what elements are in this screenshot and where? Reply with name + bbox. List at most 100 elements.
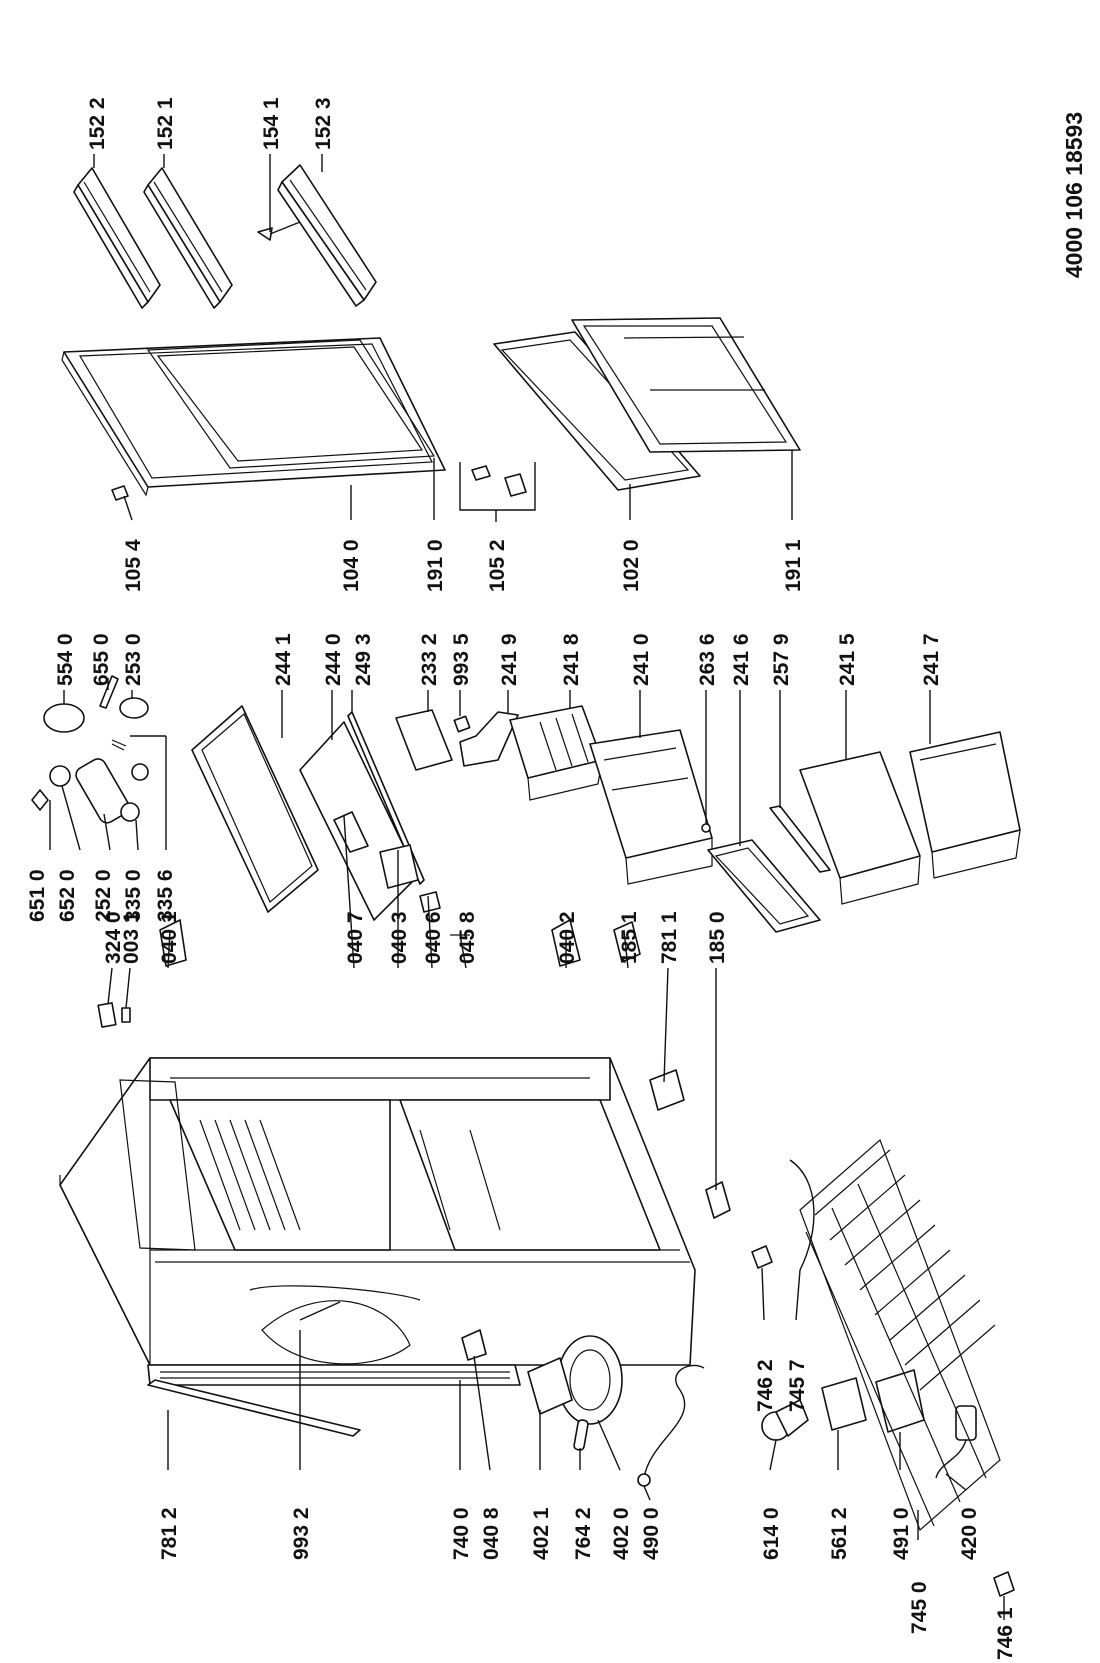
label-241-6: 241 6 bbox=[730, 633, 753, 686]
drawer-front-241-6 bbox=[707, 839, 821, 933]
shelf-trim-249-3 bbox=[347, 711, 425, 885]
cover-781-1 bbox=[649, 1069, 685, 1111]
glass-shelf-244-0 bbox=[299, 721, 419, 921]
label-102-0: 102 0 bbox=[620, 539, 643, 592]
thermostat-614-0 bbox=[761, 1399, 809, 1441]
clip-746-2 bbox=[751, 1245, 773, 1269]
label-040-6: 040 6 bbox=[422, 911, 445, 964]
cover-324-0 bbox=[97, 1002, 117, 1028]
wire-shelf-745-0 bbox=[799, 1138, 1001, 1532]
label-040-1: 040 1 bbox=[158, 911, 181, 964]
bracket-040-8 bbox=[461, 1329, 487, 1361]
clip-993-5 bbox=[453, 715, 471, 733]
part-003-1 bbox=[121, 1007, 131, 1023]
label-746-1: 746 1 bbox=[994, 1607, 1017, 1660]
egg-tray-233-2 bbox=[395, 709, 453, 771]
label-402-1: 402 1 bbox=[530, 1507, 553, 1560]
label-233-2: 233 2 bbox=[418, 633, 441, 686]
label-191-1: 191 1 bbox=[782, 539, 805, 592]
kick-plate-740-0 bbox=[147, 1364, 521, 1386]
label-335-6: 335 6 bbox=[154, 869, 177, 922]
cabinet-trim-781-2 bbox=[147, 1379, 361, 1437]
hinge-040-1 bbox=[159, 919, 187, 967]
label-241-9: 241 9 bbox=[498, 633, 521, 686]
label-263-6: 263 6 bbox=[696, 633, 719, 686]
drawer-241-8 bbox=[509, 705, 603, 801]
label-249-3: 249 3 bbox=[352, 633, 375, 686]
label-253-0: 253 0 bbox=[122, 633, 145, 686]
label-241-7: 241 7 bbox=[920, 633, 943, 686]
label-746-2: 746 2 bbox=[754, 1359, 777, 1412]
hinge-040-7 bbox=[333, 811, 369, 853]
label-185-0: 185 0 bbox=[706, 911, 729, 964]
label-040-3: 040 3 bbox=[388, 911, 411, 964]
wire-745-7 bbox=[789, 1159, 815, 1271]
label-185-1: 185 1 bbox=[618, 911, 641, 964]
label-324-0: 324 0 bbox=[102, 911, 125, 964]
door-gasket-191-0 bbox=[146, 339, 436, 469]
label-045-8: 045 8 bbox=[456, 911, 479, 964]
door-handle-set-105-2 bbox=[459, 462, 536, 511]
label-651-0: 651 0 bbox=[26, 869, 49, 922]
label-402-0: 402 0 bbox=[610, 1507, 633, 1560]
door-shelf-152-1 bbox=[143, 167, 233, 309]
label-104-0: 104 0 bbox=[340, 539, 363, 592]
filter-dryer-764-2 bbox=[573, 1419, 589, 1451]
label-614-0: 614 0 bbox=[760, 1507, 783, 1560]
damper-993-2 bbox=[261, 1300, 411, 1365]
label-781-1: 781 1 bbox=[658, 911, 681, 964]
screw-263-6 bbox=[701, 823, 711, 833]
label-241-0: 241 0 bbox=[630, 633, 653, 686]
label-993-5: 993 5 bbox=[450, 633, 473, 686]
hinge-040-3 bbox=[379, 844, 419, 889]
washer-040-6 bbox=[419, 891, 441, 913]
label-781-2: 781 2 bbox=[158, 1507, 181, 1560]
cover-185-1 bbox=[613, 921, 641, 963]
label-152-2: 152 2 bbox=[86, 97, 109, 150]
power-cord-490-0 bbox=[637, 1364, 705, 1487]
door-shelf-152-2 bbox=[73, 167, 161, 309]
label-335-0: 335 0 bbox=[122, 869, 145, 922]
crisper-241-7 bbox=[909, 731, 1021, 879]
label-040-2: 040 2 bbox=[556, 911, 579, 964]
label-561-2: 561 2 bbox=[828, 1507, 851, 1560]
label-740-0: 740 0 bbox=[450, 1507, 473, 1560]
label-745-0: 745 0 bbox=[908, 1581, 931, 1634]
label-244-1: 244 1 bbox=[272, 633, 295, 686]
clip-746-1 bbox=[993, 1571, 1015, 1597]
label-993-2: 993 2 bbox=[290, 1507, 313, 1560]
label-490-0: 490 0 bbox=[640, 1507, 663, 1560]
crisper-241-5 bbox=[799, 751, 921, 905]
label-040-7: 040 7 bbox=[344, 911, 367, 964]
cover-491-0 bbox=[875, 1369, 925, 1433]
label-244-0: 244 0 bbox=[322, 633, 345, 686]
label-420-0: 420 0 bbox=[958, 1507, 981, 1560]
label-764-2: 764 2 bbox=[572, 1507, 595, 1560]
label-252-0: 252 0 bbox=[92, 869, 115, 922]
label-655-0: 655 0 bbox=[90, 633, 113, 686]
label-241-8: 241 8 bbox=[560, 633, 583, 686]
bottle-stopper-154-1 bbox=[257, 221, 301, 241]
document-number: 4000 106 18593 bbox=[1061, 112, 1087, 278]
hinge-cap-105-4 bbox=[111, 485, 129, 501]
label-745-7: 745 7 bbox=[786, 1359, 809, 1412]
label-154-1: 154 1 bbox=[260, 97, 283, 150]
label-191-0: 191 0 bbox=[424, 539, 447, 592]
relay-561-2 bbox=[821, 1377, 867, 1431]
upper-door-104-0 bbox=[61, 337, 446, 497]
glass-shelf-244-1 bbox=[191, 705, 319, 913]
label-003-1: 003 1 bbox=[120, 911, 143, 964]
drawer-241-9 bbox=[459, 711, 519, 767]
drawer-rail-257-9 bbox=[769, 805, 831, 873]
door-gasket-191-1 bbox=[571, 317, 801, 453]
label-105-2: 105 2 bbox=[486, 539, 509, 592]
compressor-402-0 bbox=[557, 1335, 623, 1425]
drawer-241-0 bbox=[589, 729, 713, 885]
label-241-5: 241 5 bbox=[836, 633, 859, 686]
label-152-3: 152 3 bbox=[312, 97, 335, 150]
label-652-0: 652 0 bbox=[56, 869, 79, 922]
label-040-8: 040 8 bbox=[480, 1507, 503, 1560]
label-152-1: 152 1 bbox=[154, 97, 177, 150]
